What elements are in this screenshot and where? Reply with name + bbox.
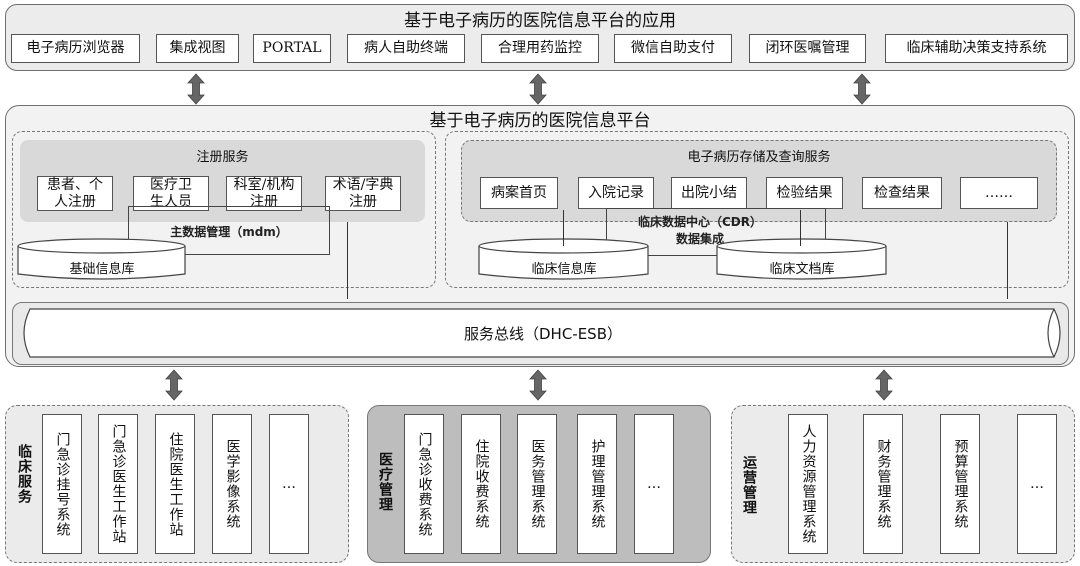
app-portal: PORTAL xyxy=(253,34,331,63)
app-self-service-terminal: 病人自助终端 xyxy=(347,34,465,63)
emr-service-area xyxy=(445,131,1069,288)
registry-patient: 患者、个人注册 xyxy=(37,176,113,211)
double-arrow-icon xyxy=(875,369,893,401)
clinical-system-imaging: 医学影像系统 xyxy=(212,414,252,554)
emr-more: …… xyxy=(960,177,1038,209)
app-clinical-decision-support: 临床辅助决策支持系统 xyxy=(885,34,1068,63)
operation-system-budget: 预算管理系统 xyxy=(940,414,980,554)
platform-title: 基于电子病历的医院信息平台 xyxy=(429,111,651,131)
clinical-document-db-icon xyxy=(716,238,887,280)
esb-label: 服务总线（DHC-ESB） xyxy=(463,325,622,343)
medical-system-affairs: 医务管理系统 xyxy=(517,414,557,554)
emr-discharge-summary: 出院小结 xyxy=(671,177,747,209)
clinical-system-inpatient-doctor: 住院医生工作站 xyxy=(155,414,195,554)
medical-management-label: 医疗管理 xyxy=(377,452,393,512)
registry-service-area xyxy=(12,131,436,288)
application-layer-title: 基于电子病历的医院信息平台的应用 xyxy=(404,11,676,31)
double-arrow-icon xyxy=(165,369,183,401)
emr-case-front-page: 病案首页 xyxy=(480,177,558,209)
connector-line xyxy=(347,222,348,299)
registry-medical-staff: 医疗卫生人员 xyxy=(133,176,209,211)
emr-admission-record: 入院记录 xyxy=(578,177,654,209)
medical-system-outpatient-billing: 门急诊收费系统 xyxy=(404,414,444,554)
double-arrow-icon xyxy=(187,73,205,105)
registry-terminology: 术语/字典注册 xyxy=(325,176,401,211)
app-closed-loop-orders: 闭环医嘱管理 xyxy=(749,34,866,63)
app-wechat-payment: 微信自助支付 xyxy=(614,34,732,63)
emr-exam-results: 检查结果 xyxy=(862,177,942,209)
esb-pipe-icon xyxy=(23,308,1061,358)
double-arrow-icon xyxy=(529,369,547,401)
cdr-label-line2: 数据集成 xyxy=(675,232,724,246)
app-emr-browser: 电子病历浏览器 xyxy=(11,34,140,63)
clinical-system-outpatient-doctor: 门急诊医生工作站 xyxy=(98,414,138,554)
app-integrated-view: 集成视图 xyxy=(156,34,239,63)
medical-system-nursing: 护理管理系统 xyxy=(577,414,617,554)
emr-service-title: 电子病历存储及查询服务 xyxy=(687,150,831,165)
clinical-services-label: 临床服务 xyxy=(16,444,32,504)
operation-system-more: … xyxy=(1017,414,1057,554)
basic-info-db-icon xyxy=(17,238,186,280)
connector-line xyxy=(800,210,801,246)
mdm-box xyxy=(128,206,330,255)
cdr-box xyxy=(606,208,826,256)
double-arrow-icon xyxy=(853,73,871,105)
registry-department: 科室/机构注册 xyxy=(226,176,302,211)
clinical-system-more: … xyxy=(269,414,309,554)
emr-lab-results: 检验结果 xyxy=(766,177,843,209)
registry-service-title: 注册服务 xyxy=(196,150,249,165)
operation-system-finance: 财务管理系统 xyxy=(863,414,903,554)
clinical-info-db-icon xyxy=(478,238,649,280)
basic-info-db-label: 基础信息库 xyxy=(69,262,135,277)
operation-management-label: 运营管理 xyxy=(741,455,757,515)
medical-system-inpatient-billing: 住院收费系统 xyxy=(461,414,501,554)
medical-system-more: … xyxy=(634,414,674,554)
cdr-label-line1: 临床数据中心（CDR） xyxy=(637,215,762,229)
connector-line xyxy=(563,210,564,246)
clinical-info-db-label: 临床信息库 xyxy=(531,262,597,277)
double-arrow-icon xyxy=(529,73,547,105)
operation-system-hr: 人力资源管理系统 xyxy=(788,414,828,554)
clinical-document-db-label: 临床文档库 xyxy=(769,262,835,277)
connector-line xyxy=(1007,222,1008,299)
mdm-label: 主数据管理（mdm） xyxy=(170,225,288,239)
clinical-system-registration: 门急诊挂号系统 xyxy=(42,414,82,554)
app-rational-drug-monitor: 合理用药监控 xyxy=(481,34,599,63)
